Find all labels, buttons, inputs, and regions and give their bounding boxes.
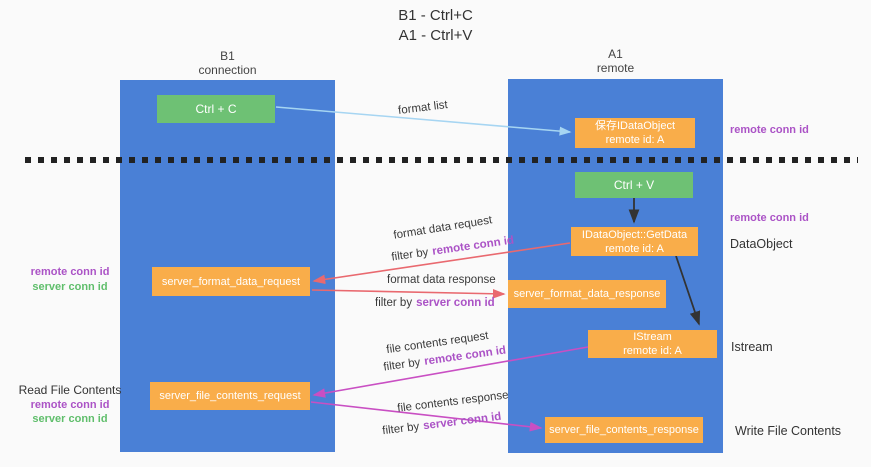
node-server-file-contents-response: server_file_contents_response: [545, 417, 703, 443]
label-format-data-response: format data response: [387, 274, 496, 286]
node-ctrl-c-label: Ctrl + C: [195, 102, 237, 116]
node-server-file-contents-request: server_file_contents_request: [150, 382, 310, 410]
node-idataobject-getdata: IDataObject::GetData remote id: A: [571, 227, 698, 256]
label-dataobject: DataObject: [730, 237, 793, 251]
node-server-format-data-request-label: server_format_data_request: [161, 275, 301, 288]
label-remote-conn-id-right-1: remote conn id: [730, 124, 809, 136]
right-column-role: remote: [596, 61, 635, 75]
arrow-getdata-to-istream: [675, 255, 701, 326]
node-ctrl-v: Ctrl + V: [575, 172, 693, 198]
node-save-idataobject: 保存IDataObject remote id: A: [575, 118, 695, 148]
right-column-header: A1 remote: [508, 47, 723, 75]
node-server-format-data-request: server_format_data_request: [152, 267, 310, 296]
label-write-file-contents: Write File Contents: [735, 424, 842, 438]
node-ctrl-v-label: Ctrl + V: [613, 178, 655, 192]
title-line-2: A1 - Ctrl+V: [398, 27, 473, 44]
node-getdata-line1: IDataObject::GetData: [581, 228, 688, 241]
arrow-format-list: [275, 106, 572, 136]
label-server-conn-id-left-2: server conn id: [32, 413, 108, 425]
filter-by-text: filter by: [375, 297, 413, 309]
node-istream: IStream remote id: A: [588, 330, 717, 358]
node-server-format-data-response: server_format_data_response: [508, 280, 666, 308]
left-conn-id-block-1: remote conn id server conn id: [10, 265, 130, 294]
label-server-conn-id-left-1: server conn id: [32, 280, 108, 293]
node-save-idataobject-line1: 保存IDataObject: [594, 120, 676, 132]
arrow-file-contents-response: [310, 401, 543, 432]
label-read-file-contents: Read File Contents: [18, 383, 122, 397]
left-column-role: connection: [198, 63, 257, 77]
label-remote-conn-id-left-1: remote conn id: [30, 266, 110, 278]
node-istream-line2: remote id: A: [623, 345, 682, 357]
node-istream-line1: IStream: [633, 331, 672, 343]
label-remote-conn-id-right-2: remote conn id: [730, 212, 809, 224]
left-column-name: B1: [220, 49, 235, 63]
left-column-header: B1 connection: [120, 49, 335, 77]
label-istream: Istream: [731, 340, 773, 354]
node-server-file-contents-response-label: server_file_contents_response: [549, 424, 699, 436]
arrow-format-data-request: [312, 242, 571, 285]
arrow-file-contents-request: [312, 346, 589, 398]
arrow-format-data-response: [311, 288, 506, 299]
right-column-name: A1: [608, 47, 623, 61]
page-title: B1 - Ctrl+C A1 - Ctrl+V: [0, 6, 871, 46]
node-server-file-contents-request-label: server_file_contents_request: [159, 390, 301, 402]
node-save-idataobject-line2: remote id: A: [605, 134, 665, 146]
label-remote-conn-id-left-2: remote conn id: [30, 398, 110, 411]
server-conn-id-text: server conn id: [416, 297, 495, 309]
node-getdata-line2: remote id: A: [605, 242, 664, 255]
node-ctrl-c: Ctrl + C: [157, 95, 275, 123]
node-server-format-data-response-label: server_format_data_response: [513, 288, 661, 300]
left-conn-id-block-2: Read File Contents remote conn id server…: [10, 383, 130, 427]
title-line-1: B1 - Ctrl+C: [398, 7, 473, 24]
